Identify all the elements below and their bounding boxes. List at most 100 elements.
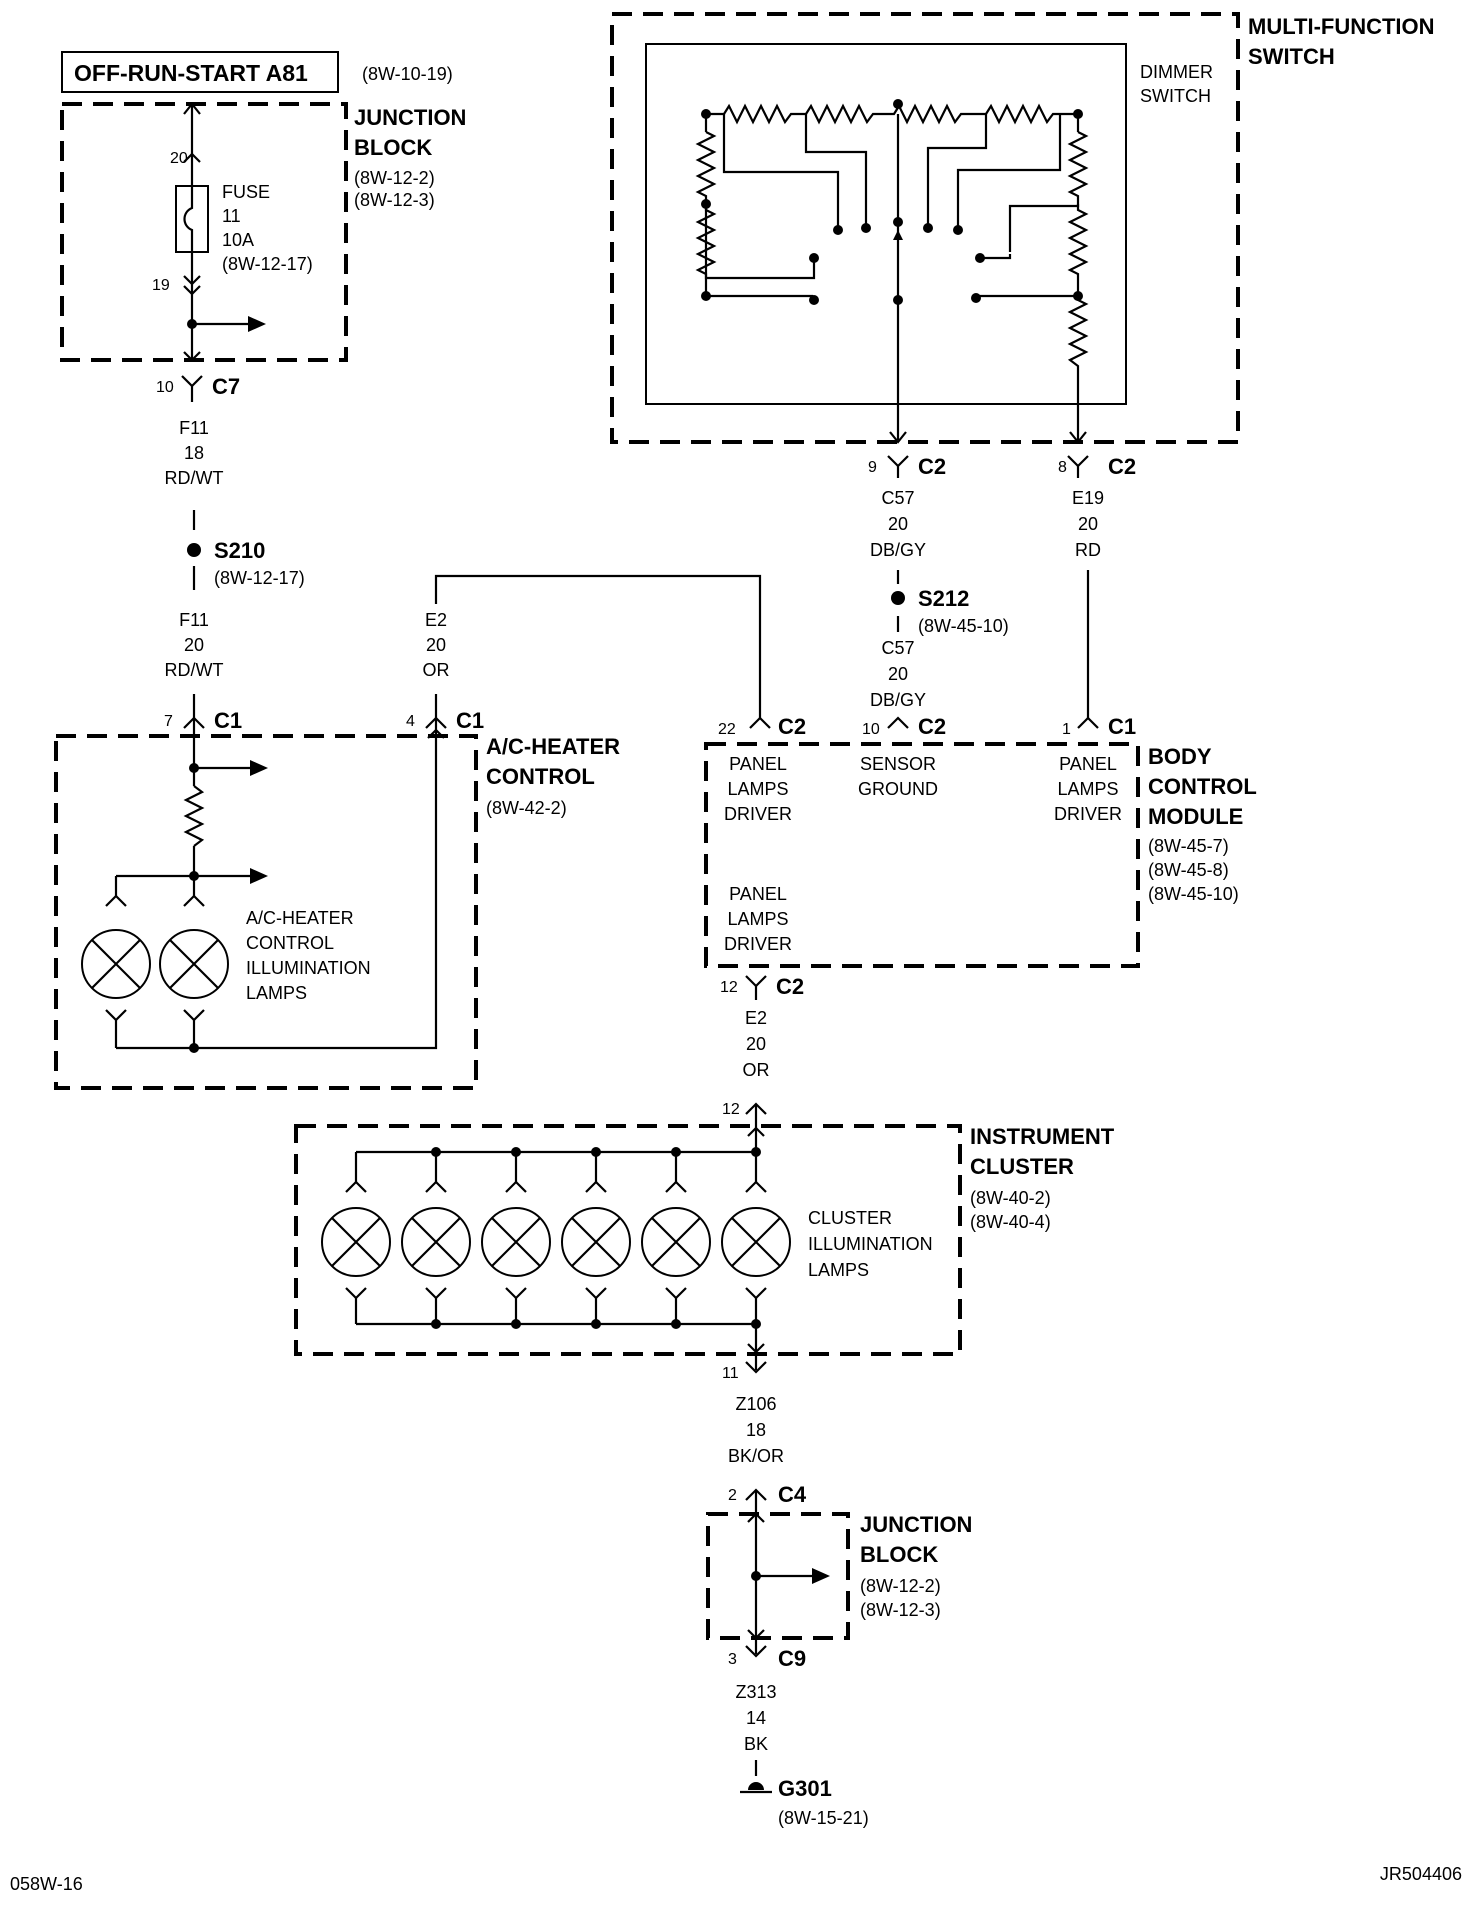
wire-gauge: 20: [888, 514, 908, 534]
wire-gauge: 14: [746, 1708, 766, 1728]
arrow-down-icon: [183, 351, 201, 362]
wire-c57-b: C57 20 DB/GY: [870, 638, 926, 710]
cluster-pin-12-label: 12: [722, 1101, 740, 1118]
junction-block-top: JUNCTION BLOCK (8W-12-2) (8W-12-3) 20 FU…: [60, 102, 466, 362]
s212-label: S212: [918, 586, 969, 611]
mfs-c2-label-2: C2: [1108, 454, 1136, 479]
jb-bottom-title-2: BLOCK: [860, 1542, 938, 1567]
wire-gauge: 20: [426, 635, 446, 655]
cluster-ref-2: (8W-40-4): [970, 1212, 1051, 1232]
ac-heater-control: 7 C1 4 C1 A/C-HEATER CONTROL (8W-42-2): [54, 708, 620, 1090]
wire-color: OR: [743, 1060, 770, 1080]
ac-pin-4-label: 4: [406, 713, 415, 730]
jb-bottom-pin-3-label: 3: [728, 1651, 737, 1668]
lamp-icon: [481, 1207, 551, 1277]
cluster-title-2: CLUSTER: [970, 1154, 1074, 1179]
multi-function-title-1: MULTI-FUNCTION: [1248, 14, 1435, 39]
cluster-lamps-label-2: ILLUMINATION: [808, 1234, 933, 1254]
junction-block-top-ref-1: (8W-12-2): [354, 168, 435, 188]
bcm-panel-label: PANEL: [729, 754, 787, 774]
multi-function-switch: MULTI-FUNCTION SWITCH DIMMER SWITCH: [610, 12, 1435, 479]
jb-bottom-c4-label: C4: [778, 1482, 807, 1507]
wire-z313: Z313 14 BK: [735, 1682, 777, 1776]
wire-circuit: C57: [881, 488, 914, 508]
bcm-c2-label-2: C2: [918, 714, 946, 739]
wire-color: RD: [1075, 540, 1101, 560]
bcm-pin-1-label: 1: [1062, 721, 1071, 738]
lamp-icon: [159, 929, 229, 999]
wire-z106: Z106 18 BK/OR: [728, 1394, 784, 1466]
wire-e19: E19 20 RD: [1072, 488, 1104, 718]
wire-circuit: E19: [1072, 488, 1104, 508]
ac-heater-box: [54, 734, 478, 1090]
connector-icon: [183, 285, 201, 296]
connector-c7: 10 C7: [156, 374, 240, 402]
wire-circuit: E2: [425, 610, 447, 630]
arrow-right-icon: [812, 1568, 830, 1584]
arrow-down-icon: [889, 431, 907, 444]
junction-block-top-title-2: BLOCK: [354, 135, 432, 160]
wire-gauge: 18: [746, 1420, 766, 1440]
ac-lamps-label-1: A/C-HEATER: [246, 908, 354, 928]
junction-block-bottom-box: [706, 1512, 850, 1640]
bcm-pin-12-label: 12: [720, 979, 738, 996]
c7-label: C7: [212, 374, 240, 399]
cluster-ref-1: (8W-40-2): [970, 1188, 1051, 1208]
splice-s212: S212 (8W-45-10): [891, 586, 1009, 636]
multi-function-title-2: SWITCH: [1248, 44, 1335, 69]
lamp-icon: [401, 1207, 471, 1277]
s210-ref: (8W-12-17): [214, 568, 305, 588]
fuse-label-2: 11: [222, 206, 241, 226]
ac-heater-title-2: CONTROL: [486, 764, 595, 789]
pin-20-label: 20: [170, 150, 188, 167]
wire-gauge: 20: [888, 664, 908, 684]
cluster-title-1: INSTRUMENT: [970, 1124, 1115, 1149]
jb-bottom-title-1: JUNCTION: [860, 1512, 972, 1537]
bcm-box: [704, 742, 1140, 968]
multi-function-box: [610, 12, 1240, 444]
bcm-ref-1: (8W-45-7): [1148, 836, 1229, 856]
wire-color: OR: [423, 660, 450, 680]
wire-color: DB/GY: [870, 690, 926, 710]
ignition-box: [61, 51, 339, 93]
body-control-module: 22 C2 10 C2 1 C1 BODY CONTROL MODULE (8W…: [704, 714, 1257, 1000]
junction-block-top-box: [60, 102, 348, 362]
cluster-box: [294, 1124, 962, 1356]
arrow-right-icon: [250, 868, 268, 884]
arrow-down-icon: [1069, 431, 1087, 444]
s210-label: S210: [214, 538, 265, 563]
ground-icon: [748, 1782, 764, 1790]
bcm-title-1: BODY: [1148, 744, 1212, 769]
jb-bottom-ref-1: (8W-12-2): [860, 1576, 941, 1596]
ac-c1-label-1: C1: [214, 708, 242, 733]
ac-pin-7-label: 7: [164, 713, 173, 730]
fuse-label-3: 10A: [222, 230, 254, 250]
mfs-pin-8-label: 8: [1058, 459, 1067, 476]
wire-color: BK/OR: [728, 1446, 784, 1466]
wire-gauge: 18: [184, 443, 204, 463]
fuse-label-4: (8W-12-17): [222, 254, 313, 274]
bcm-title-2: CONTROL: [1148, 774, 1257, 799]
mfs-pin-9-label: 9: [868, 459, 877, 476]
cluster-pin-11-label: 11: [722, 1365, 739, 1382]
ac-lamps-label-4: LAMPS: [246, 983, 307, 1003]
bcm-pin-10-label: 10: [862, 721, 880, 738]
lamp-icon: [641, 1207, 711, 1277]
bcm-ref-2: (8W-45-8): [1148, 860, 1229, 880]
bcm-ref-3: (8W-45-10): [1148, 884, 1239, 904]
ignition-ref: (8W-10-19): [362, 64, 453, 84]
dimmer-label-2: SWITCH: [1140, 86, 1211, 106]
ac-heater-title-1: A/C-HEATER: [486, 734, 620, 759]
lamp-icon: [321, 1207, 391, 1277]
splice-s210: S210 (8W-12-17): [187, 538, 305, 590]
fuse-label-1: FUSE: [222, 182, 270, 202]
arrow-right-icon: [248, 316, 266, 332]
footer-right-code: JR504406: [1380, 1864, 1462, 1884]
bcm-panel-label: PANEL: [729, 884, 787, 904]
bcm-driver-label: DRIVER: [724, 934, 792, 954]
dimmer-label-1: DIMMER: [1140, 62, 1213, 82]
wire-circuit: E2: [745, 1008, 767, 1028]
wire-circuit: Z106: [735, 1394, 776, 1414]
wire-color: RD/WT: [165, 468, 224, 488]
wire-color: DB/GY: [870, 540, 926, 560]
